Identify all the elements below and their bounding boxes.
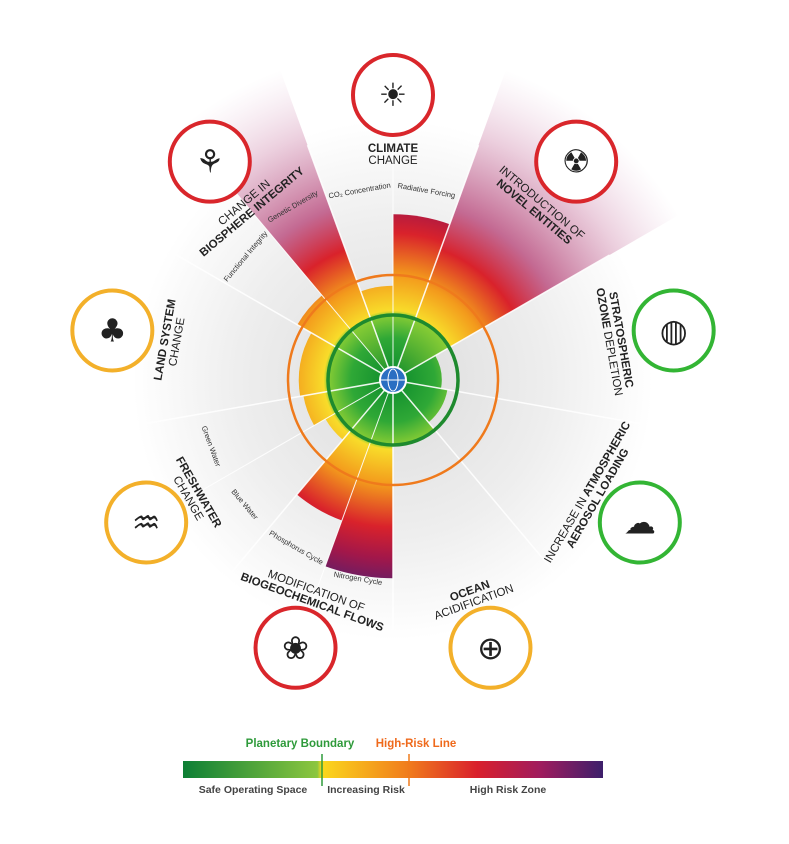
wedge-freshwater-1: [303, 380, 393, 426]
legend-zone-high-risk: High Risk Zone: [470, 784, 547, 796]
icon-glyph: ◍: [660, 312, 688, 350]
ozone-icon: ◍: [631, 288, 716, 373]
wedge-biogeochemical-1: [296, 380, 393, 521]
title-segment: CLIMATE: [368, 143, 419, 155]
sector-divider: [392, 254, 610, 381]
legend-high-risk-line: High-Risk Line: [376, 738, 457, 750]
wedge-freshwater-0: [325, 380, 393, 440]
wedge-ocean: [393, 380, 435, 445]
icon-glyph: ⊕: [477, 629, 504, 667]
ocean-icon: ⊕: [448, 605, 533, 690]
planetary-boundary-ring: [326, 313, 460, 447]
freshwater-icon: ♒: [104, 480, 189, 565]
sector-divider: [231, 379, 394, 572]
icon-glyph: ☁: [624, 504, 656, 542]
icon-glyph: ⚘: [195, 143, 224, 181]
icon-glyph: ☢: [562, 143, 591, 181]
sector-icons: ☀ ☢ ◍ ☁ ⊕ ❀ ♒ ♣ ⚘: [70, 53, 716, 690]
land-system-icon: ♣: [70, 288, 155, 373]
legend-planetary-boundary: Planetary Boundary: [246, 738, 355, 750]
wedge-aerosol: [393, 380, 448, 423]
high-risk-ring: [286, 273, 500, 487]
icon-glyph: ♣: [98, 312, 127, 350]
sector-divider: [392, 379, 640, 425]
aerosol-icon: ☁: [597, 480, 682, 565]
novel-entities-icon: ☢: [534, 119, 619, 204]
globe-icon: [379, 366, 407, 394]
legend-gradient-bar: [183, 761, 603, 778]
wedge-climate-1: [393, 214, 450, 380]
title-segment: CHANGE: [368, 155, 418, 167]
sector-divider: [392, 144, 480, 381]
sector-divider: [306, 144, 394, 381]
legend-zone-safe: Safe Operating Space: [199, 784, 308, 796]
sector-divider: [307, 379, 394, 616]
sector-divider: [231, 188, 394, 381]
legend-zone-increasing: Increasing Risk: [327, 784, 405, 796]
legend: Planetary Boundary High-Risk Line Safe O…: [183, 738, 603, 796]
sector-dividers: [146, 130, 640, 630]
icon-glyph: ♒: [132, 504, 161, 542]
icon-glyph: ❀: [282, 629, 309, 667]
icon-glyph: ☀: [379, 76, 408, 114]
sector-divider: [176, 254, 394, 381]
sector-divider: [392, 379, 555, 572]
biosphere-icon: ⚘: [167, 119, 252, 204]
wedge-land-system: [298, 332, 393, 397]
sector-divider: [146, 379, 394, 425]
climate-icon: ☀: [351, 53, 435, 137]
biogeochemical-icon: ❀: [253, 605, 338, 690]
sector-divider: [176, 379, 394, 506]
